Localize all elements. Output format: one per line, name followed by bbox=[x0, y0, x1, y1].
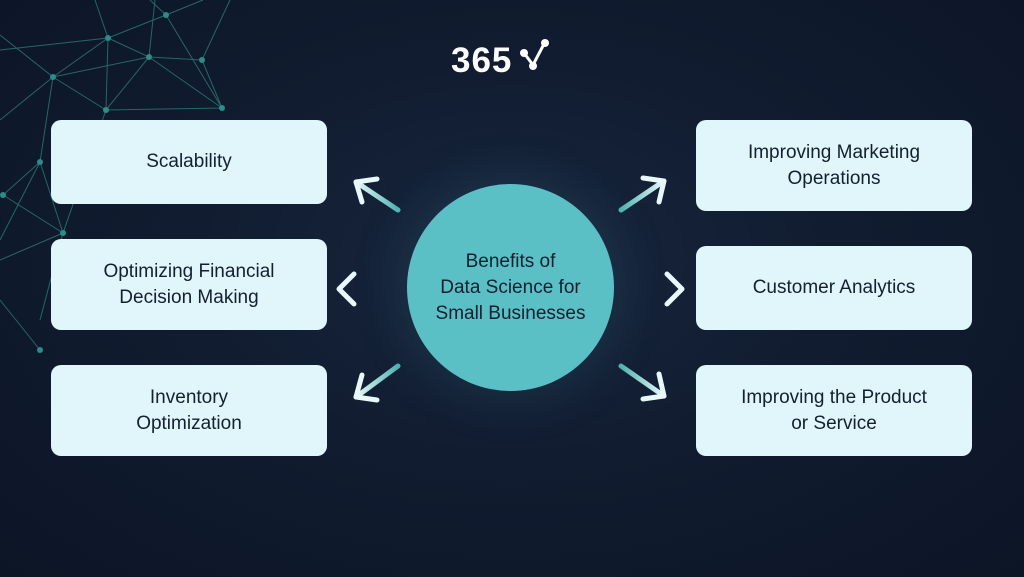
benefit-line-2: Optimization bbox=[136, 412, 242, 434]
arrow-down-right bbox=[618, 363, 667, 402]
arrow-left bbox=[336, 271, 393, 307]
logo-check-icon bbox=[520, 39, 550, 70]
arrow-up-right bbox=[618, 175, 667, 213]
arrow-up-left bbox=[353, 176, 401, 213]
benefit-line-1: Customer Analytics bbox=[752, 277, 916, 298]
benefit-line-1: Scalability bbox=[146, 151, 232, 172]
benefit-box-customer-analytics: Customer Analytics bbox=[696, 246, 972, 330]
benefit-box-product-service: Improving the Product or Service bbox=[696, 365, 972, 456]
benefit-line-2: or Service bbox=[791, 412, 877, 434]
benefit-line-1: Improving Marketing bbox=[747, 141, 921, 163]
network-pattern-decoration bbox=[0, 0, 231, 353]
benefit-line-1: Inventory bbox=[149, 386, 229, 408]
center-topic-circle: Benefits of Data Science for Small Busin… bbox=[407, 184, 614, 391]
benefit-line-1: Improving the Product bbox=[741, 386, 927, 408]
logo-text: 365 bbox=[451, 40, 513, 80]
center-line-2: Data Science for bbox=[440, 276, 581, 298]
brand-logo: 365 bbox=[451, 39, 554, 80]
benefit-line-2: Decision Making bbox=[119, 286, 259, 308]
center-line-1: Benefits of bbox=[465, 250, 556, 272]
benefit-line-1: Optimizing Financial bbox=[103, 260, 275, 282]
arrow-down-left bbox=[353, 363, 401, 403]
arrow-right bbox=[626, 271, 685, 307]
center-line-3: Small Businesses bbox=[435, 302, 586, 324]
benefit-box-scalability: Scalability bbox=[51, 120, 327, 204]
benefit-line-2: Operations bbox=[787, 167, 881, 189]
